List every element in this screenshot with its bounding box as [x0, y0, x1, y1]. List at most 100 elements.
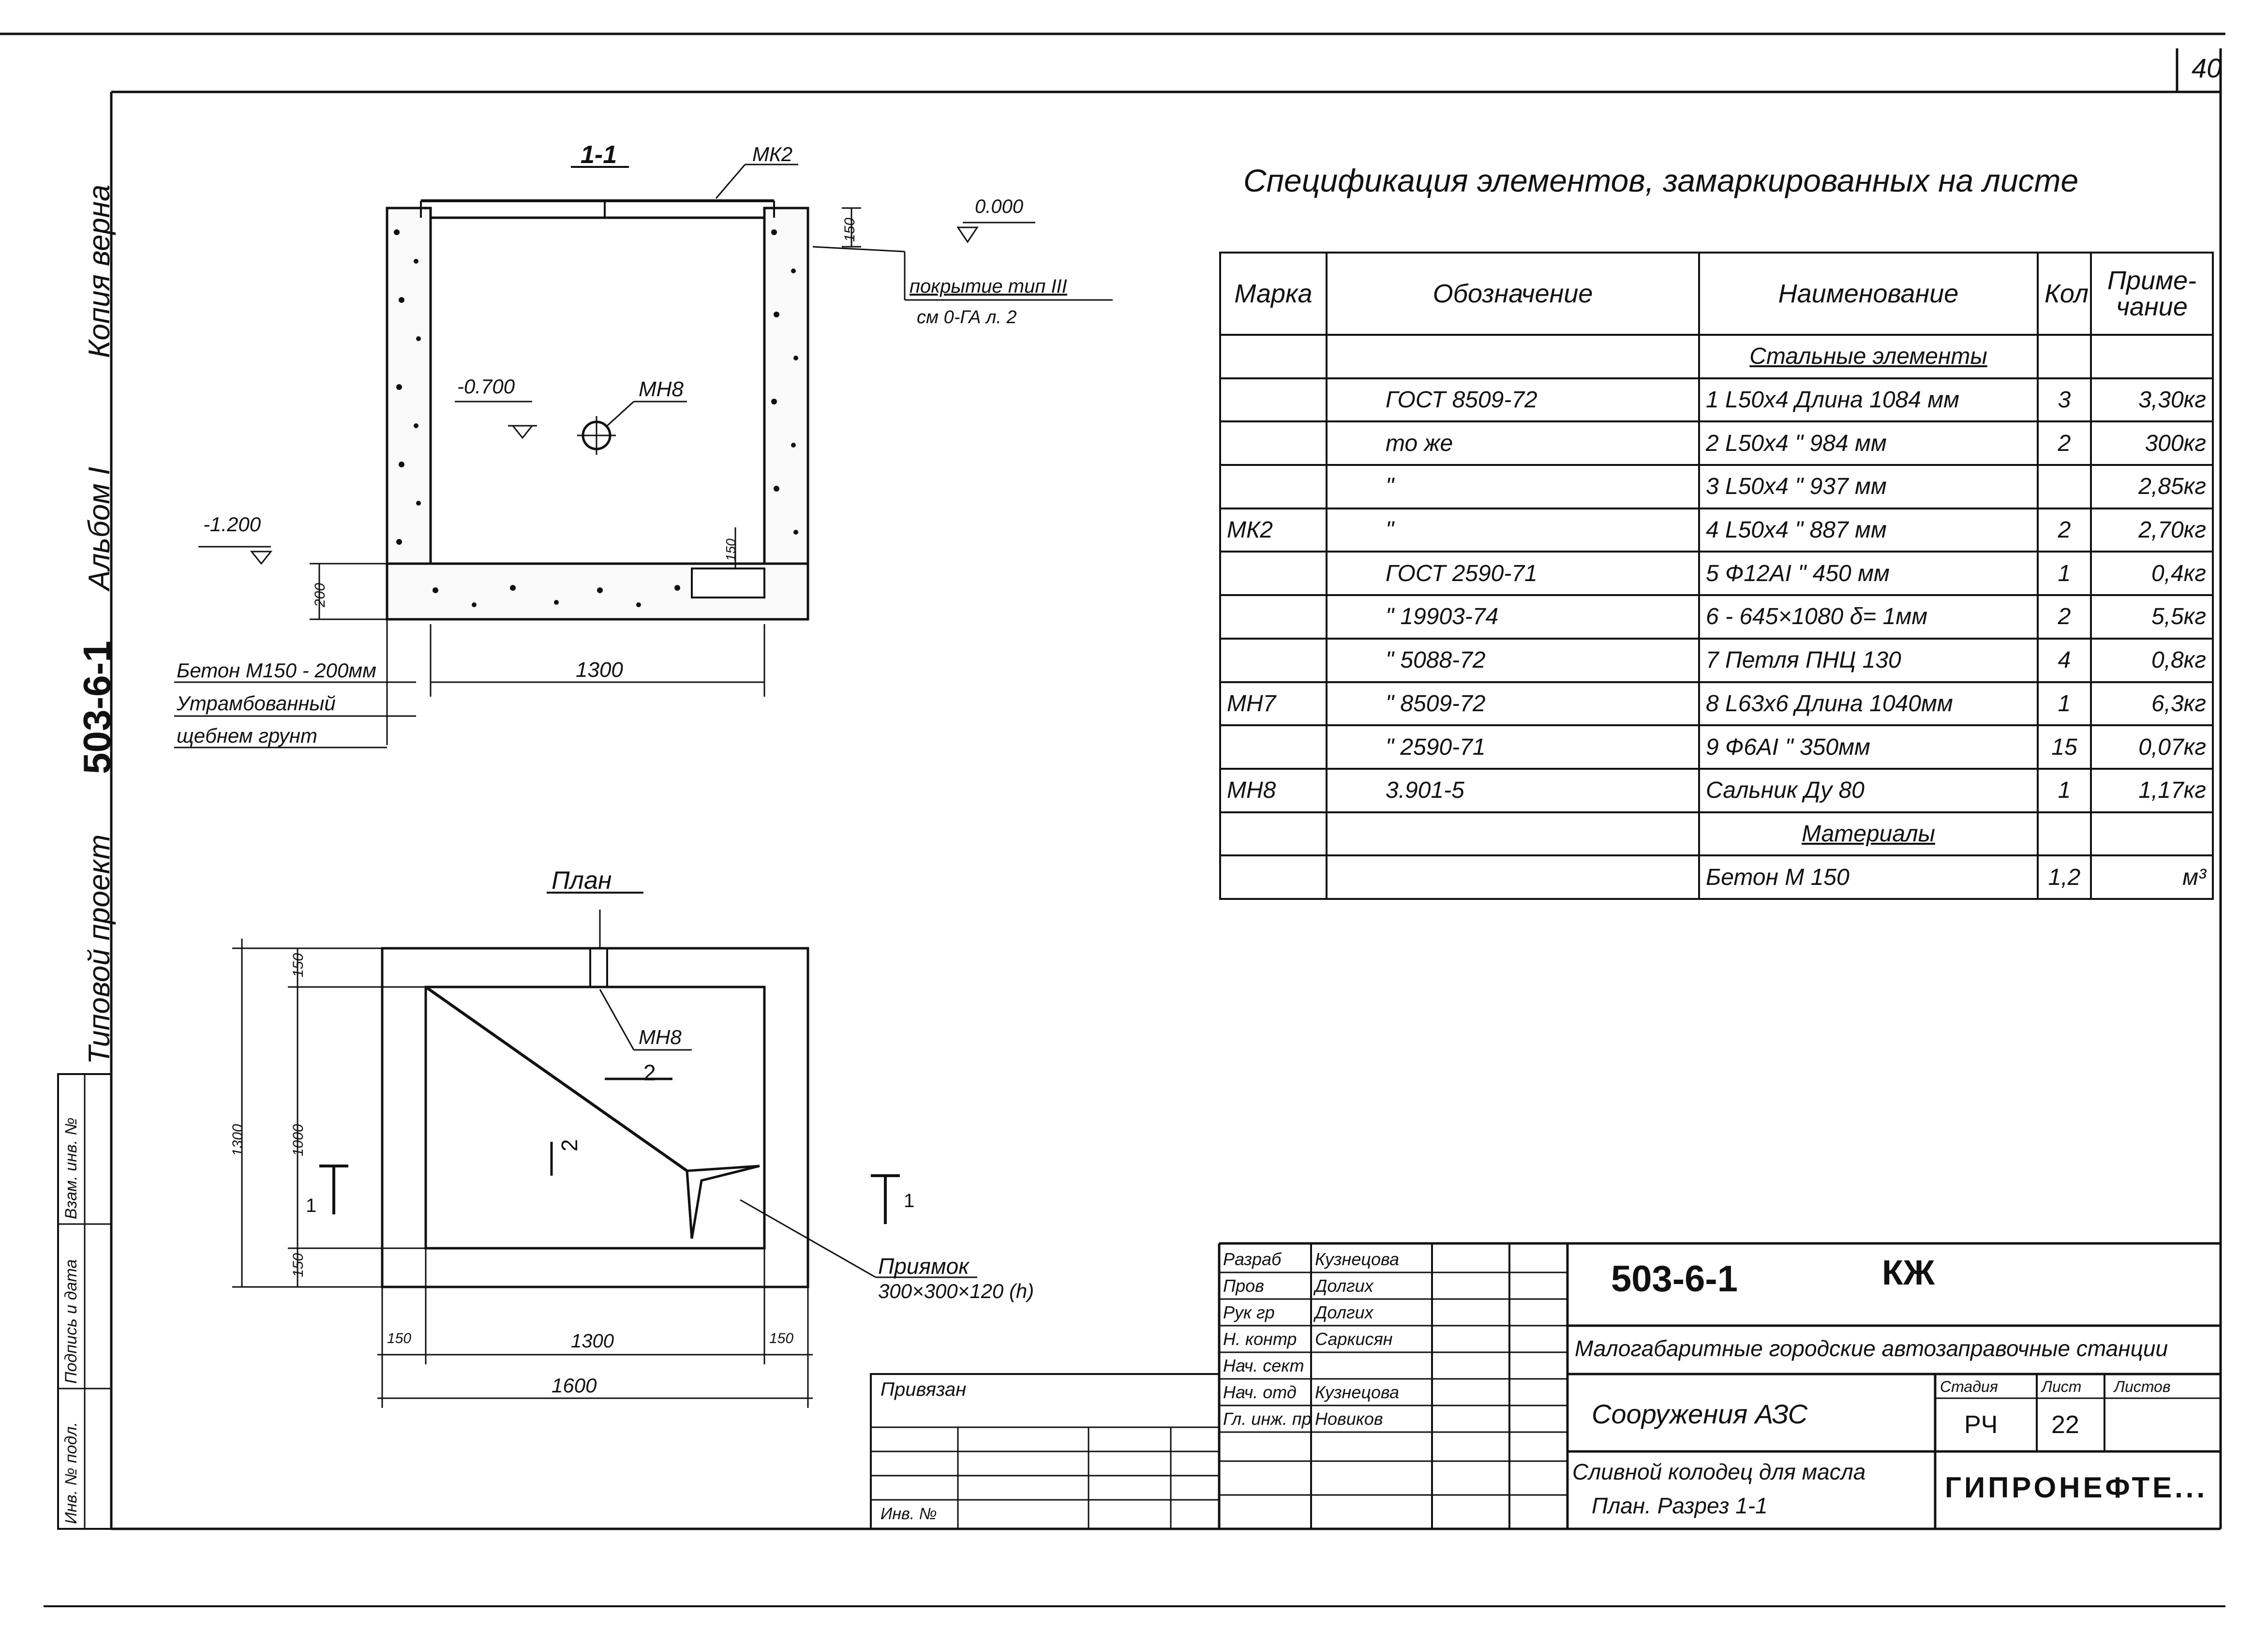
spec-cell-name: 6 - 645×1080 δ= 1мм	[1698, 594, 2039, 640]
sheet-label: Лист	[2042, 1378, 2082, 1395]
spec-cell-mark: МН7	[1219, 681, 1328, 727]
spec-cell-note: 2,85кг	[2090, 464, 2214, 509]
spec-header-note: Приме-чание	[2090, 252, 2214, 336]
spec-cell-qty	[2037, 334, 2092, 379]
plan-cut-1-left: 1	[306, 1195, 317, 1216]
spec-cell-name: 5 Ф12AI " 450 мм	[1698, 551, 2039, 597]
spec-cell-mark	[1219, 334, 1328, 379]
section-title: 1-1	[581, 141, 617, 169]
spec-cell-mark	[1219, 464, 1328, 509]
spec-cell-qty: 4	[2037, 637, 2092, 683]
spec-cell-designation: ГОСТ 8509-72	[1326, 377, 1700, 423]
spec-cell-note: 6,3кг	[2090, 681, 2214, 727]
spec-cell-name: Материалы	[1698, 811, 2039, 857]
structure-name: Сооружения АЗС	[1592, 1399, 1808, 1429]
role-title: Н. контр	[1223, 1329, 1297, 1349]
spec-cell-designation: " 19903-74	[1326, 594, 1700, 640]
sheet-value: 22	[2051, 1411, 2079, 1439]
plan-cut-1-right: 1	[904, 1190, 915, 1211]
section-mk2-label: МК2	[752, 143, 793, 165]
spec-cell-note: 1,17кг	[2090, 767, 2214, 813]
level-minus-1200-label: -1.200	[203, 513, 261, 536]
spec-cell-mark	[1219, 724, 1328, 770]
role-title: Нач. сект	[1223, 1356, 1304, 1375]
spec-cell-name: 7 Петля ПНЦ 130	[1698, 637, 2039, 683]
spec-cell-note	[2090, 811, 2214, 857]
spec-cell-note: 2,70кг	[2090, 507, 2214, 553]
spec-cell-qty: 15	[2037, 724, 2092, 770]
plan-mark-2a: 2	[643, 1060, 656, 1085]
spec-header-name: Наименование	[1698, 252, 2039, 336]
spec-cell-designation: "	[1326, 464, 1700, 509]
spec-cell-qty	[2037, 811, 2092, 857]
spec-cell-qty: 1	[2037, 551, 2092, 597]
spec-cell-mark	[1219, 551, 1328, 597]
project-name: Малогабаритные городские автозаправочные…	[1575, 1336, 2168, 1361]
spec-cell-note: 300кг	[2090, 420, 2214, 466]
spec-row: Материалы	[1219, 811, 2214, 857]
spec-cell-qty: 1	[2037, 681, 2092, 727]
spec-cell-name: 2 L50х4 " 984 мм	[1698, 420, 2039, 466]
binding-label: Привязан	[880, 1379, 967, 1400]
doc-code: 503-6-1	[1611, 1258, 1738, 1300]
spec-cell-note	[2090, 334, 2214, 379]
spec-cell-qty: 2	[2037, 594, 2092, 640]
coating-label-1: покрытие тип III	[910, 276, 1067, 297]
coating-label-2: см 0-ГА л. 2	[917, 307, 1017, 328]
spec-cell-designation	[1326, 334, 1700, 379]
role-title: Гл. инж. пр	[1223, 1409, 1312, 1429]
section-mn8-label: МН8	[639, 377, 684, 401]
gravel-label-1: Утрамбованный	[177, 692, 336, 715]
pit-label-2: 300×300×120 (h)	[878, 1280, 1034, 1302]
spec-cell-name: 4 L50х4 " 887 мм	[1698, 507, 2039, 553]
plan-dim-1300-h: 1300	[571, 1330, 614, 1352]
stage-value: РЧ	[1964, 1411, 1998, 1439]
spec-cell-name: 3 L50х4 " 937 мм	[1698, 464, 2039, 509]
spec-cell-mark	[1219, 637, 1328, 683]
spec-cell-name: 9 Ф6AI " 350мм	[1698, 724, 2039, 770]
spec-cell-qty	[2037, 464, 2092, 509]
spec-cell-note: 0,8кг	[2090, 637, 2214, 683]
spec-cell-mark	[1219, 811, 1328, 857]
role-name: Саркисян	[1315, 1329, 1393, 1349]
spec-row: "3 L50х4 " 937 мм 2,85кг	[1219, 464, 2214, 509]
spec-cell-mark	[1219, 854, 1328, 900]
spec-cell-designation	[1326, 854, 1700, 900]
spec-cell-designation: 3.901-5	[1326, 767, 1700, 813]
plan-title: План	[552, 867, 612, 895]
role-name: Новиков	[1315, 1409, 1383, 1429]
spec-cell-name: Сальник Ду 80	[1698, 767, 2039, 813]
role-title: Нач. отд	[1223, 1382, 1297, 1402]
sheet-number: 40	[2192, 53, 2222, 83]
doc-mark: КЖ	[1882, 1254, 1935, 1292]
spec-cell-designation: " 5088-72	[1326, 637, 1700, 683]
plan-dim-1600: 1600	[552, 1374, 597, 1397]
spec-cell-name: 8 L63х6 Длина 1040мм	[1698, 681, 2039, 727]
gravel-label-2: щебнем грунт	[177, 724, 317, 747]
spec-cell-note: 5,5кг	[2090, 594, 2214, 640]
role-title: Разраб	[1223, 1249, 1282, 1269]
spec-cell-note: 3,30кг	[2090, 377, 2214, 423]
sheet-title-2: План. Разрез 1-1	[1592, 1493, 1768, 1518]
spec-cell-name: Стальные элементы	[1698, 334, 2039, 379]
plan-dim-150-left: 150	[387, 1330, 412, 1346]
spec-cell-name: 1 L50х4 Длина 1084 мм	[1698, 377, 2039, 423]
spec-cell-designation: ГОСТ 2590-71	[1326, 551, 1700, 597]
specification-table: Марка Обозначение Наименование Кол Приме…	[1219, 252, 2214, 900]
spec-cell-name: Бетон М 150	[1698, 854, 2039, 900]
spec-cell-mark: МН8	[1219, 767, 1328, 813]
spec-cell-qty: 1,2	[2037, 854, 2092, 900]
spec-cell-mark	[1219, 594, 1328, 640]
